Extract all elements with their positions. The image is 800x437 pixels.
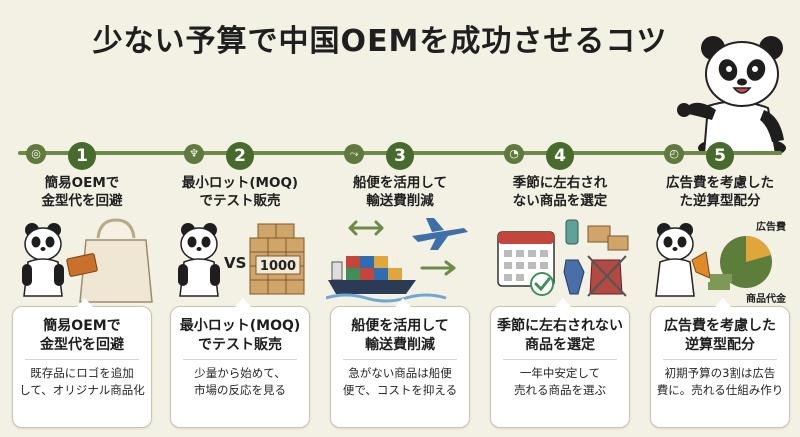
vs-label: VS [224, 254, 246, 272]
step-heading: 船便を活用して輸送費削減 [352, 175, 448, 209]
card-title: 最小ロット(MOQ)でテスト販売 [179, 318, 301, 353]
step-column-2: ♆ 2 最小ロット(MOQ)でテスト販売 VS 1000 最小ロット(MOQ)で… [166, 142, 314, 430]
moq-count-label: 1000 [260, 259, 296, 274]
page-title: 少ない予算で中国OEMを成功させるコツ [92, 24, 668, 59]
card-title: 船便を活用して輸送費削減 [351, 318, 449, 353]
panda-budget-pie-illustration: 広告費 商品代金 [655, 220, 787, 305]
calendar-products-illustration [497, 219, 629, 297]
card-description: 一年中安定して売れる商品を選ぶ [514, 366, 606, 397]
step-card: 広告費を考慮した逆算型配分 初期予算の3割は広告費に。売れる仕組み作り [650, 298, 790, 428]
step-heading: 広告費を考慮したた逆算型配分 [666, 175, 774, 209]
step-card: 最小ロット(MOQ)でテスト販売 少量から始めて、市場の反応を見る [170, 298, 310, 428]
card-title: 季節に左右されない商品を選定 [497, 318, 623, 353]
step-column-5: ◴ 5 広告費を考慮したた逆算型配分 広告費 商品代金 広告費を考慮した逆算型配… [646, 142, 794, 430]
step-card: 簡易OEMで金型代を回避 既存品にロゴを追加して、オリジナル商品化 [12, 298, 152, 428]
step-column-4: ◔ 4 季節に左右されない商品を選定 季節に左右されない商品を選定 一年中安定し… [486, 142, 634, 430]
step-number-badge: 2 [226, 142, 254, 170]
panda-vs-boxes-illustration: VS 1000 [178, 223, 305, 297]
step-card: 季節に左右されない商品を選定 一年中安定して売れる商品を選ぶ [490, 298, 630, 428]
chart-icon: ◴ [664, 144, 684, 164]
ship-plane-illustration [326, 218, 468, 303]
card-title: 簡易OEMで金型代を回避 [40, 318, 124, 353]
card-description: 既存品にロゴを追加して、オリジナル商品化 [19, 366, 145, 397]
step-heading: 簡易OEMで金型代を回避 [41, 175, 123, 209]
step-card: 船便を活用して輸送費削減 急がない商品は船便便で、コストを抑える [330, 298, 470, 428]
step-number-badge: 3 [386, 142, 414, 170]
route-icon: ⤳ [344, 144, 364, 164]
step-heading: 季節に左右されない商品を選定 [512, 175, 608, 209]
ring-icon: ◎ [26, 144, 46, 164]
step-number-badge: 4 [546, 142, 574, 170]
step-number-badge: 5 [706, 142, 734, 170]
panda-tote-bag-illustration [22, 218, 153, 303]
card-description: 急がない商品は船便便で、コストを抑える [342, 366, 458, 397]
pointing-panda-mascot [677, 36, 786, 154]
card-description: 少量から始めて、市場の反応を見る [194, 366, 286, 397]
step-heading: 最小ロット(MOQ)でテスト販売 [181, 175, 299, 209]
step-column-3: ⤳ 3 船便を活用して輸送費削減 船便を活用して輸送費削減 急がない商品は船便便… [326, 142, 474, 430]
card-title: 広告費を考慮した逆算型配分 [664, 318, 776, 353]
step-number-badge: 1 [68, 142, 96, 170]
product-cost-label: 商品代金 [746, 292, 787, 305]
clock-icon: ◔ [504, 144, 524, 164]
ad-cost-label: 広告費 [756, 220, 786, 233]
pin-icon: ♆ [184, 144, 204, 164]
step-column-1: ◎ 1 簡易OEMで金型代を回避 簡易OEMで金型代を回避 既存品にロゴを追加し… [8, 142, 156, 430]
card-description: 初期予算の3割は広告費に。売れる仕組み作り [656, 366, 784, 397]
